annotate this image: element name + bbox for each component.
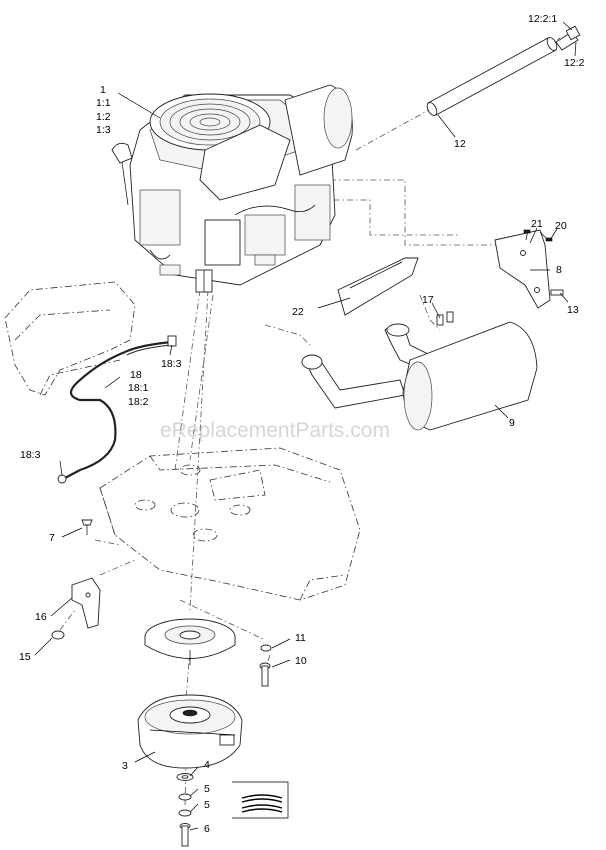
- callout-17[interactable]: 17: [422, 294, 434, 306]
- callout-1[interactable]: 1: [100, 84, 106, 96]
- heat-shield[interactable]: [337, 257, 419, 316]
- callout-1-3[interactable]: 1:3: [96, 124, 111, 136]
- callout-15[interactable]: 15: [19, 651, 31, 663]
- callout-1-2[interactable]: 1:2: [96, 111, 111, 123]
- callout-13[interactable]: 13: [567, 304, 579, 316]
- callout-labels: 1 1:1 1:2 1:3 12:2:1 12:2 12 21 20 8 13 …: [19, 13, 585, 835]
- callout-7[interactable]: 7: [49, 532, 55, 544]
- callout-5-a[interactable]: 5: [204, 783, 210, 795]
- bolt-10[interactable]: [259, 662, 271, 687]
- callout-18-3-bottom[interactable]: 18:3: [20, 449, 41, 461]
- muffler-bracket[interactable]: [494, 229, 564, 309]
- drive-pulley[interactable]: [144, 618, 236, 665]
- callout-18-1[interactable]: 18:1: [128, 382, 149, 394]
- callout-5-b[interactable]: 5: [204, 799, 210, 811]
- intake-tube[interactable]: [425, 25, 581, 117]
- callout-18-2[interactable]: 18:2: [128, 396, 149, 408]
- washer-5b[interactable]: [178, 809, 192, 817]
- callout-1-1[interactable]: 1:1: [96, 97, 111, 109]
- muffler[interactable]: [301, 311, 538, 431]
- callout-16[interactable]: 16: [35, 611, 47, 623]
- idler-bracket[interactable]: [71, 577, 101, 629]
- callout-11[interactable]: 11: [295, 632, 306, 644]
- callout-18[interactable]: 18: [130, 369, 142, 381]
- washer-11[interactable]: [260, 644, 272, 652]
- callout-9[interactable]: 9: [509, 417, 515, 429]
- callout-18-3-top[interactable]: 18:3: [161, 358, 182, 370]
- washer-5a[interactable]: [178, 793, 192, 801]
- callout-4[interactable]: 4: [204, 759, 210, 771]
- frame-outline: [4, 281, 136, 396]
- washer-detail-box: [232, 781, 289, 819]
- callout-10[interactable]: 10: [295, 655, 307, 667]
- callout-22[interactable]: 22: [292, 306, 304, 318]
- callout-12[interactable]: 12: [454, 138, 466, 150]
- callout-6[interactable]: 6: [204, 823, 210, 835]
- callout-8[interactable]: 8: [556, 264, 562, 276]
- washer-4[interactable]: [176, 773, 194, 781]
- callout-21[interactable]: 21: [531, 218, 543, 230]
- bolt-7[interactable]: [81, 519, 93, 535]
- engine-assembly[interactable]: KOHLER: [111, 84, 353, 293]
- watermark-text: eReplacementParts.com: [160, 419, 390, 442]
- leader-lines: [34, 21, 577, 831]
- pto-clutch[interactable]: [137, 694, 243, 769]
- nut-15[interactable]: [51, 630, 65, 640]
- callout-12-2[interactable]: 12:2: [564, 57, 585, 69]
- callout-20[interactable]: 20: [555, 220, 567, 232]
- bolt-6[interactable]: [179, 823, 191, 847]
- fuel-line[interactable]: [57, 335, 177, 484]
- mower-deck: [99, 447, 361, 601]
- callout-3[interactable]: 3: [122, 760, 128, 772]
- callout-12-2-1[interactable]: 12:2:1: [528, 13, 557, 25]
